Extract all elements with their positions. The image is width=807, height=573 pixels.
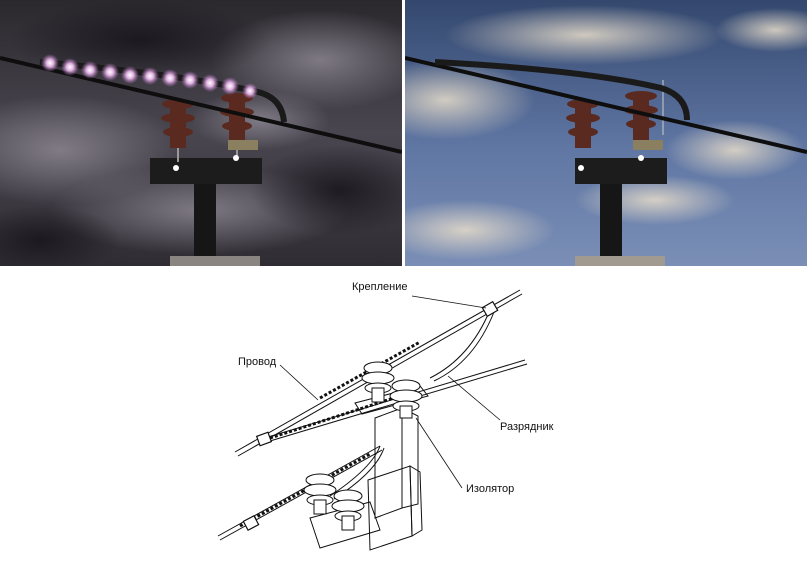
label-mount: Крепление — [352, 281, 407, 293]
label-arrester: Разрядник — [500, 421, 554, 433]
arrester-line-diagram: Крепление Провод Разрядник Изолятор — [0, 268, 807, 568]
storm-render-photo — [0, 0, 402, 266]
clear-render-photo — [405, 0, 807, 266]
photo-divider — [402, 0, 405, 268]
label-wire: Провод — [238, 356, 277, 368]
label-insulator: Изолятор — [466, 483, 514, 495]
